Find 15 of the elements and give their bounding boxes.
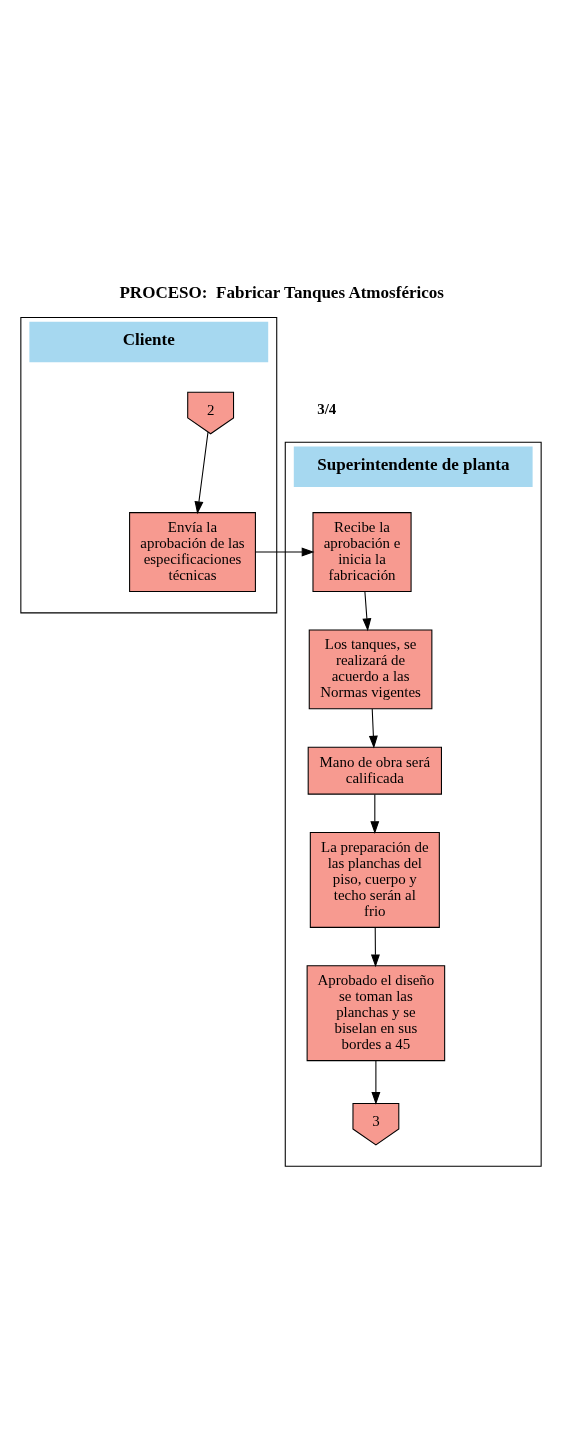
arrow <box>368 708 378 749</box>
node-box: Mano de obra será calificada <box>307 746 442 795</box>
arrow <box>371 1060 381 1105</box>
node-box: Recibe la aprobación e inicia la fabricación <box>312 512 412 593</box>
arrow <box>370 927 380 968</box>
arrow <box>370 793 380 834</box>
label: 3/4 <box>317 400 337 417</box>
arrow <box>194 431 209 515</box>
node-box: La preparación de las planchas del piso, cuerpo y techo serán al frio <box>309 831 440 928</box>
arrow <box>362 591 372 632</box>
node-box: Los tanques, se realizará de acuerdo a las Normas vigentes <box>308 629 433 710</box>
node-box: Envía la aprobación de las especificaciones técnicas <box>129 512 256 593</box>
diagram-title: PROCESO: Fabricar Tanques Atmosféricos <box>119 283 444 303</box>
node-box: Aprobado el diseño se toman las planchas y se biselan en sus bordes a 45 <box>306 965 446 1062</box>
arrow <box>254 547 315 557</box>
